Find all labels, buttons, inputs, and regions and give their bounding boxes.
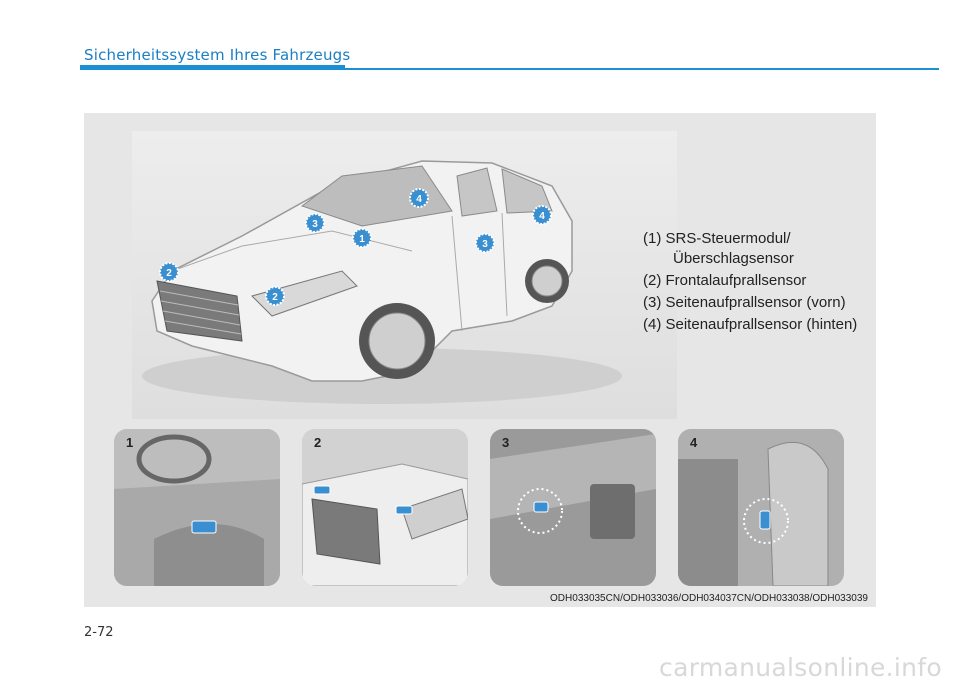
thumbnail-2: 2 <box>302 429 468 586</box>
marker-2-icon: 2 <box>265 286 285 306</box>
svg-text:2: 2 <box>166 268 172 279</box>
marker-2-icon: 2 <box>159 262 179 282</box>
header-title: Sicherheitssystem Ihres Fahrzeugs <box>84 46 351 64</box>
svg-text:2: 2 <box>272 292 278 303</box>
figure-panel: 1 2 2 3 3 <box>84 113 876 607</box>
header-rule-thick <box>80 65 345 70</box>
sensor-icon <box>533 501 549 513</box>
legend-item-sublabel: Überschlagsensor <box>673 250 794 267</box>
svg-text:3: 3 <box>482 239 488 250</box>
marker-4-icon: 4 <box>532 205 552 225</box>
sensor-icon <box>759 510 771 530</box>
marker-4-icon: 4 <box>409 188 429 208</box>
legend-item-2: (2) Frontalaufprallsensor <box>643 271 873 291</box>
watermark: carmanualsonline.info <box>659 653 942 682</box>
legend-item-4: (4) Seitenaufprallsensor (hinten) <box>643 315 873 335</box>
legend-item-label: (3) Seitenaufprallsensor (vorn) <box>643 294 846 311</box>
marker-3-icon: 3 <box>475 233 495 253</box>
header-rule-thin <box>345 68 939 70</box>
legend-item-1: (1) SRS-Steuermodul/ Überschlagsensor <box>643 229 873 269</box>
svg-text:1: 1 <box>359 234 365 245</box>
thumbnail-number: 2 <box>314 435 322 450</box>
svg-text:3: 3 <box>312 219 318 230</box>
legend-item-label: (1) SRS-Steuermodul/ <box>643 230 791 247</box>
thumbnail-3: 3 <box>490 429 656 586</box>
legend-item-3: (3) Seitenaufprallsensor (vorn) <box>643 293 873 313</box>
sensor-icon <box>191 520 217 534</box>
svg-text:4: 4 <box>539 211 545 222</box>
sensor-icon <box>313 485 331 495</box>
thumbnail-4: 4 <box>678 429 844 586</box>
image-codes: ODH033035CN/ODH033036/ODH034037CN/ODH033… <box>550 593 868 604</box>
legend-item-label: (2) Frontalaufprallsensor <box>643 272 807 289</box>
marker-1-icon: 1 <box>352 228 372 248</box>
sensor-icon <box>395 505 413 515</box>
legend-item-label: (4) Seitenaufprallsensor (hinten) <box>643 316 858 333</box>
car-illustration: 1 2 2 3 3 <box>132 131 677 419</box>
thumbnail-1: 1 <box>114 429 280 586</box>
legend: (1) SRS-Steuermodul/ Überschlagsensor (2… <box>643 229 873 335</box>
thumbnail-number: 3 <box>502 435 510 450</box>
marker-3-icon: 3 <box>305 213 325 233</box>
thumbnail-number: 4 <box>690 435 698 450</box>
thumbnail-number: 1 <box>126 435 134 450</box>
svg-text:4: 4 <box>416 194 422 205</box>
page-number: 2-72 <box>84 625 114 640</box>
